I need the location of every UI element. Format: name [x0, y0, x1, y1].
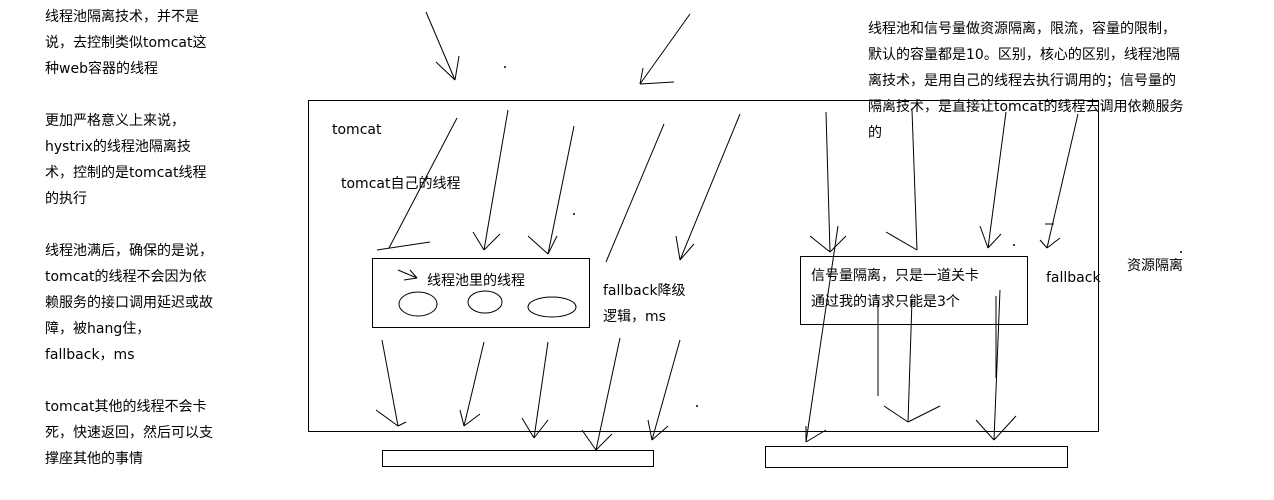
note-thread-pool-isolation: 线程池隔离技术，并不是 说，去控制类似tomcat这 种web容器的线程: [45, 9, 207, 77]
thread-arrow: [605, 123, 665, 263]
semaphore-arrow: [885, 109, 918, 251]
passthrough-arrow: [975, 289, 1017, 441]
outgoing-arrow: [375, 339, 407, 427]
incoming-arrow: [425, 11, 460, 81]
outgoing-arrow: [459, 341, 485, 427]
note-hystrix-control: 更加严格意义上来说， hystrix的线程池隔离技 术，控制的是tomcat线程…: [45, 113, 207, 207]
thread-arrow: [376, 117, 458, 251]
incoming-arrow: [639, 13, 691, 85]
tomcat-own-threads-label: tomcat自己的线程: [341, 176, 461, 192]
pool-arrow: [397, 269, 418, 281]
thread-arrow: [527, 125, 575, 255]
semaphore-arrow: [979, 111, 1007, 249]
semaphore-box: [800, 256, 1028, 325]
semaphore-arrow: [1039, 113, 1079, 249]
tomcat-title: tomcat: [332, 122, 382, 138]
semaphore-line-2: 通过我的请求只能是3个: [811, 294, 960, 310]
outgoing-arrow: [521, 341, 549, 439]
fallback-label: fallback: [1046, 270, 1101, 286]
thread-arrow: [675, 113, 741, 261]
thread-circle: [398, 291, 438, 317]
note-pool-vs-semaphore: 线程池和信号量做资源隔离，限流，容量的限制， 默认的容量都是10。区别，核心的区…: [868, 21, 1184, 141]
passthrough-arrow: [805, 225, 839, 443]
thread-arrow: [472, 109, 509, 251]
fallback-degrade-label: fallback降级 逻辑，ms: [603, 283, 686, 325]
thread-circle: [527, 296, 577, 318]
dependency-box-right: [765, 446, 1068, 468]
note-pool-full: 线程池满后，确保的是说， tomcat的线程不会因为依 赖服务的接口调用延迟或故…: [45, 243, 213, 363]
passthrough-arrow: [883, 299, 941, 423]
resource-isolation-label: 资源隔离: [1127, 258, 1183, 274]
thread-pool-box: [372, 258, 590, 328]
tomcat-container: [308, 100, 1099, 432]
thread-circle: [467, 290, 503, 314]
thread-pool-label: 线程池里的线程: [427, 273, 525, 289]
semaphore-line-1: 信号量隔离，只是一道关卡: [811, 268, 979, 284]
outgoing-arrow: [647, 339, 681, 441]
dependency-box-left: [382, 450, 654, 467]
semaphore-arrow: [809, 111, 847, 253]
outgoing-arrow: [581, 337, 621, 451]
note-fast-return: tomcat其他的线程不会卡 死，快速返回，然后可以支 撑座其他的事情: [45, 399, 213, 467]
